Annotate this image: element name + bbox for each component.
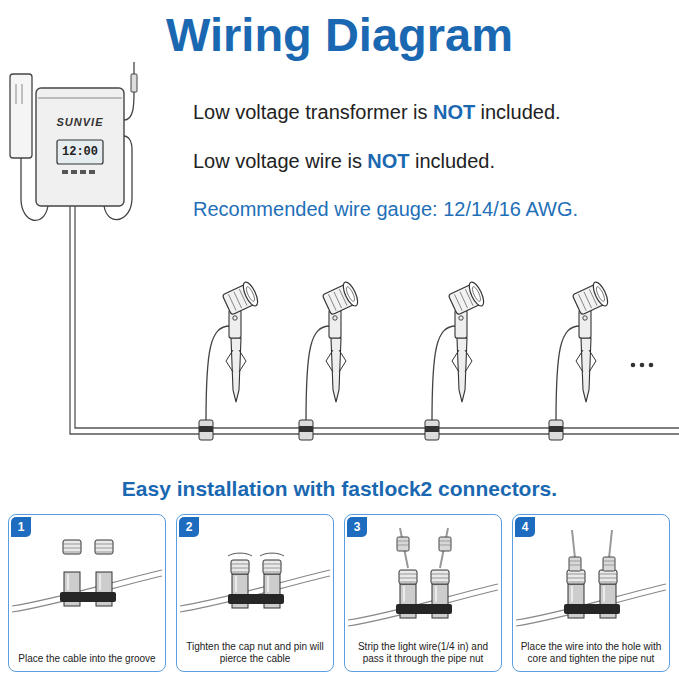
step-illustration <box>12 540 162 612</box>
spotlight <box>425 280 486 440</box>
emphasis: NOT <box>433 101 475 123</box>
step-caption: Place the wire into the hole with core a… <box>518 641 664 665</box>
emphasis: NOT <box>367 150 409 172</box>
note-text: included. <box>415 150 495 172</box>
step-illustration <box>180 553 330 612</box>
note-line: Low voltage wire isNOT included. <box>193 149 495 173</box>
spotlight <box>299 280 360 440</box>
note-line: Recommended wire gauge: 12/14/16 AWG. <box>193 197 578 221</box>
note-text: Low voltage wire is <box>193 150 362 172</box>
display-time: 12:00 <box>57 145 103 159</box>
step-number: 3 <box>347 517 367 537</box>
step-number: 4 <box>515 517 535 537</box>
transformer <box>10 62 137 220</box>
transformer-body <box>36 88 124 206</box>
step-caption: Place the cable into the groove <box>14 653 160 665</box>
more-dots <box>631 363 654 368</box>
note-text: Recommended wire gauge: 12/14/16 AWG. <box>193 198 578 220</box>
step-illustration <box>516 530 666 626</box>
wire <box>124 92 134 120</box>
step-number: 2 <box>179 517 199 537</box>
step-number: 1 <box>11 517 31 537</box>
note-text: included. <box>481 101 561 123</box>
jack <box>131 74 137 92</box>
note-line: Low voltage transformer isNOT included. <box>193 100 561 124</box>
spotlight <box>549 280 610 440</box>
step-caption: Strip the light wire(1/4 in) and pass it… <box>350 641 496 665</box>
step-panel: 1Place the cable into the groove <box>8 514 166 672</box>
display <box>57 140 103 164</box>
section-heading: Easy installation with fastlock2 connect… <box>0 476 679 501</box>
brand-name: SUNVIE <box>40 116 120 129</box>
spotlights <box>199 280 610 440</box>
step-panel: 4Place the wire into the hole with core … <box>512 514 670 672</box>
step-panel: 2Tighten the cap nut and pin will pierce… <box>176 514 334 672</box>
step-panel: 3Strip the light wire(1/4 in) and pass i… <box>344 514 502 672</box>
step-illustration <box>348 528 498 626</box>
note-text: Low voltage transformer is <box>193 101 428 123</box>
spotlight <box>199 280 260 440</box>
wall-bracket <box>10 74 32 158</box>
title: Wiring Diagram <box>0 8 679 62</box>
step-caption: Tighten the cap nut and pin will pierce … <box>182 641 328 665</box>
